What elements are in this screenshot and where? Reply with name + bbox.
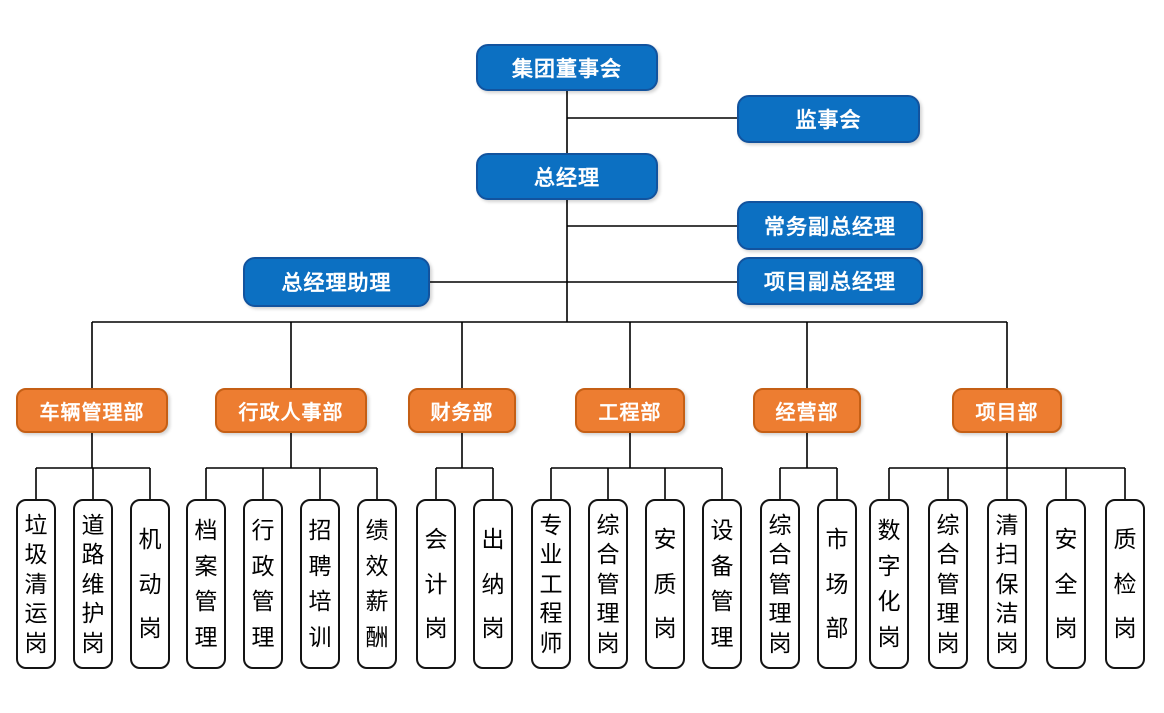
- post-performance-compensation: 绩效薪酬: [357, 499, 397, 669]
- dept-operations: 经营部: [753, 388, 861, 433]
- post-general-management-ops: 综合管理岗: [760, 499, 800, 669]
- post-equipment-management: 设备管理: [702, 499, 742, 669]
- node-board-of-directors: 集团董事会: [476, 44, 658, 91]
- node-executive-deputy-gm: 常务副总经理: [737, 201, 923, 250]
- dept-finance: 财务部: [408, 388, 516, 433]
- post-market: 市场部: [817, 499, 857, 669]
- dept-vehicle-management: 车辆管理部: [16, 388, 168, 433]
- node-gm-assistant: 总经理助理: [243, 257, 430, 307]
- post-archives-management: 档案管理: [186, 499, 226, 669]
- dept-engineering: 工程部: [575, 388, 685, 433]
- post-road-maintenance: 道路维护岗: [73, 499, 113, 669]
- post-general-management-proj: 综合管理岗: [928, 499, 968, 669]
- dept-project: 项目部: [952, 388, 1062, 433]
- post-recruitment-training: 招聘培训: [300, 499, 340, 669]
- post-general-management-eng: 综合管理岗: [588, 499, 628, 669]
- node-project-deputy-gm: 项目副总经理: [737, 257, 923, 305]
- dept-admin-hr: 行政人事部: [215, 388, 367, 433]
- post-sweeping-cleaning: 清扫保洁岗: [987, 499, 1027, 669]
- post-safety: 安全岗: [1046, 499, 1086, 669]
- post-quality-inspection: 质检岗: [1105, 499, 1145, 669]
- post-professional-engineer: 专业工程师: [531, 499, 571, 669]
- post-safety-quality: 安质岗: [645, 499, 685, 669]
- node-general-manager: 总经理: [476, 153, 658, 200]
- post-mobile-duty: 机动岗: [130, 499, 170, 669]
- post-digitalization: 数字化岗: [869, 499, 909, 669]
- post-cashier: 出纳岗: [473, 499, 513, 669]
- post-garbage-collection: 垃圾清运岗: [16, 499, 56, 669]
- node-supervisory-board: 监事会: [737, 95, 920, 143]
- post-administration: 行政管理: [243, 499, 283, 669]
- post-accounting: 会计岗: [416, 499, 456, 669]
